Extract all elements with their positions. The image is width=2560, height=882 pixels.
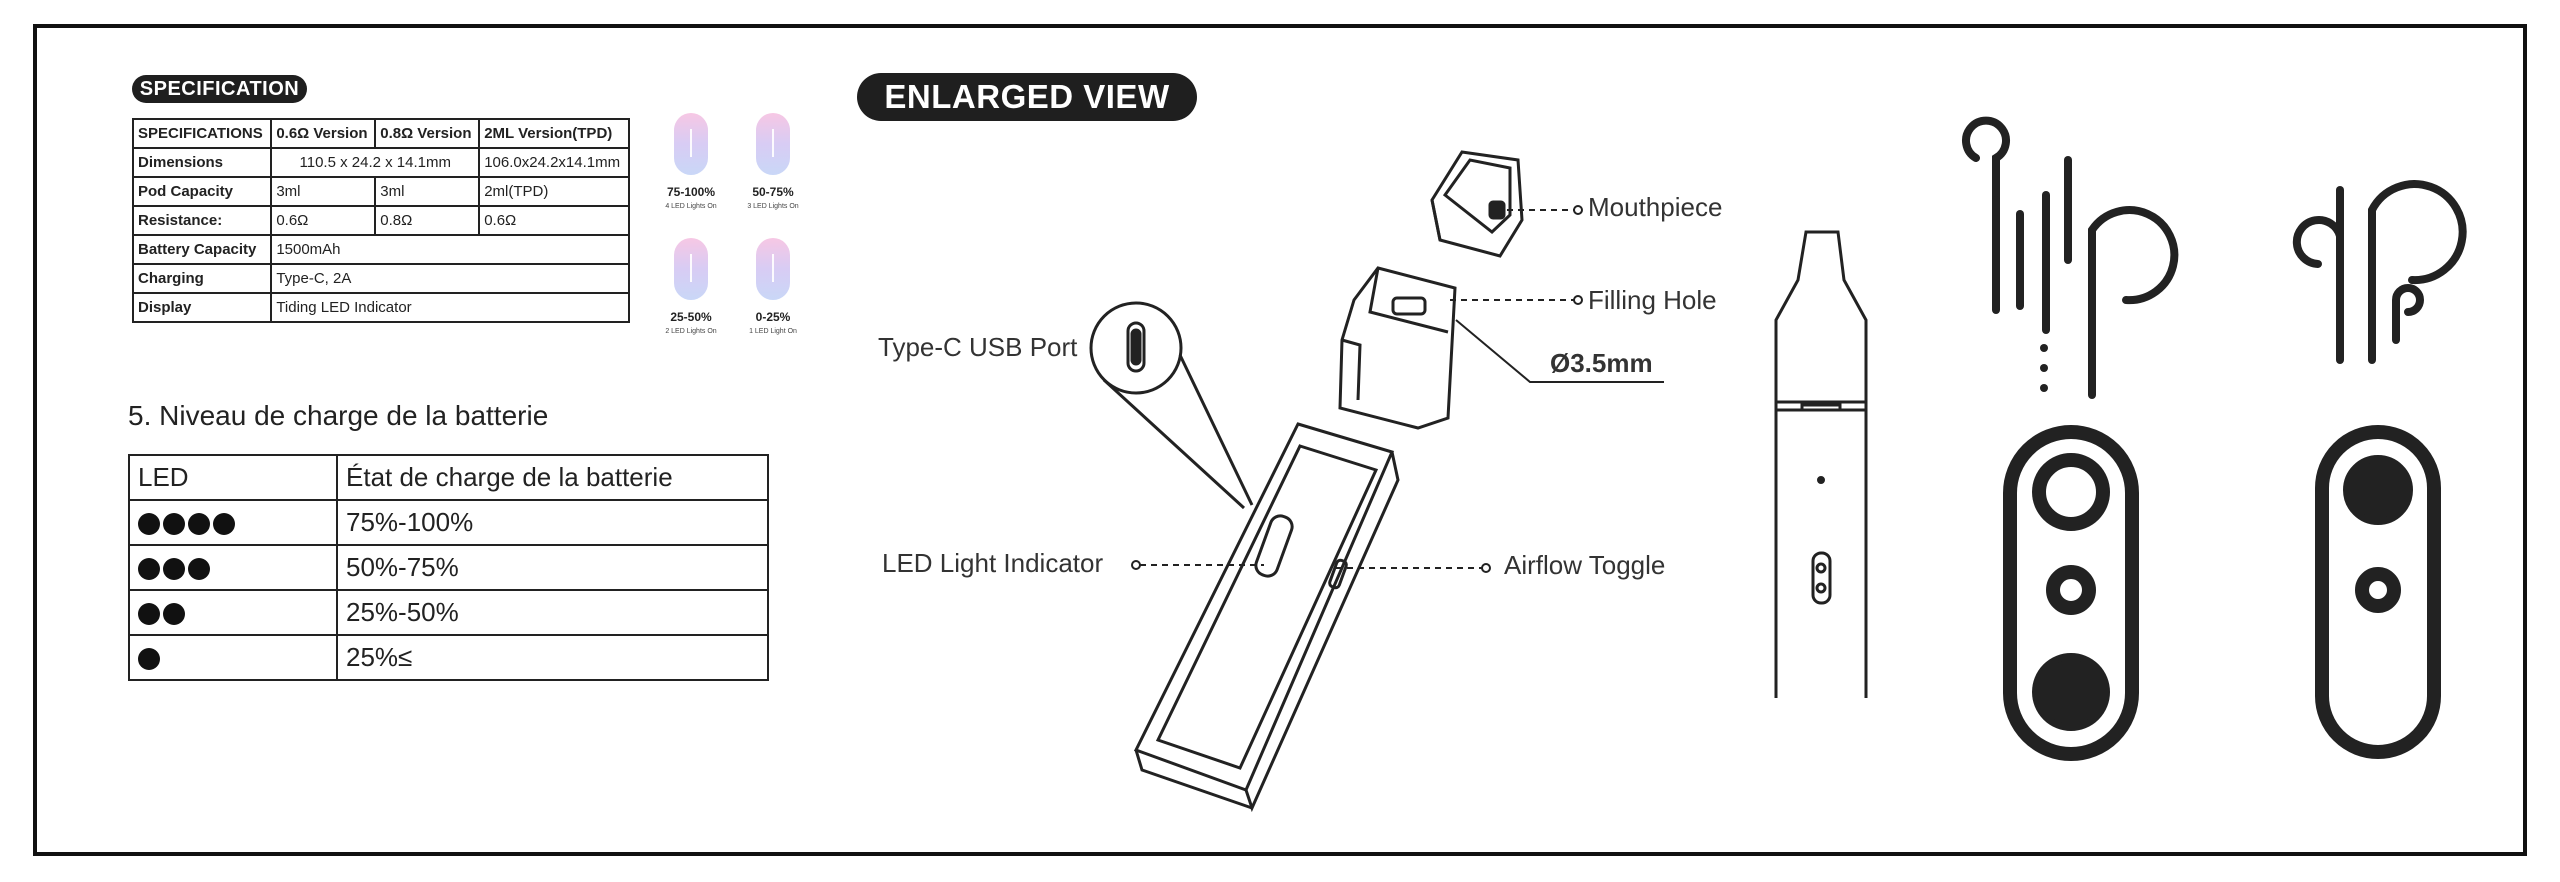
led-dot-icon: [213, 513, 235, 536]
battery-level-label: 0-25%: [755, 310, 791, 324]
table-row: 50%-75%: [128, 544, 769, 591]
led-dot-icon: [163, 558, 185, 581]
mouthpiece-drawing: [1430, 150, 1524, 258]
table-row: Charging Type-C, 2A: [131, 263, 630, 294]
table-cell: 25%≤: [336, 634, 769, 681]
battery-level-full: 75-100% 4 LED Lights On: [660, 113, 722, 210]
battery-level-label: 75-100%: [666, 185, 716, 199]
led-dots-cell: [128, 499, 338, 546]
led-dots-cell: [128, 544, 338, 591]
filling-hole-callout: Filling Hole: [1588, 285, 1717, 315]
pod-drawing: [1338, 266, 1457, 430]
led-status-table: LED État de charge de la batterie 75%-10…: [128, 454, 769, 681]
mouthpiece-callout: Mouthpiece: [1588, 192, 1723, 222]
battery-level-low: 0-25% 1 LED Light On: [742, 238, 804, 335]
led-indicator-callout: LED Light Indicator: [882, 548, 1104, 578]
led-dot-icon: [138, 513, 160, 536]
table-cell: 0.6Ω: [478, 205, 630, 236]
table-cell: 0.6Ω: [270, 205, 377, 236]
battery-bar-icon: [674, 238, 708, 300]
table-cell: Battery Capacity: [131, 234, 273, 265]
table-cell: 50%-75%: [336, 544, 769, 591]
led-dot-icon: [138, 558, 160, 581]
battery-level-label: 50-75%: [752, 185, 794, 199]
airflow-toggle-callout: Airflow Toggle: [1504, 550, 1666, 580]
specification-table: SPECIFICATIONS 0.6Ω Version 0.8Ω Version…: [131, 118, 630, 323]
table-row: 25%≤: [128, 634, 769, 681]
table-cell: 0.6Ω Version: [270, 118, 377, 149]
airflow-max-holes: [2039, 660, 2103, 724]
led-dot-icon: [138, 603, 160, 626]
battery-level-caption: 4 LED Lights On: [665, 203, 717, 210]
page-frame: [33, 24, 2527, 856]
table-cell: Pod Capacity: [131, 176, 273, 207]
table-cell: Dimensions: [131, 147, 273, 178]
battery-bar-icon: [756, 113, 790, 175]
table-cell: 25%-50%: [336, 589, 769, 636]
table-row: Resistance: 0.6Ω 0.8Ω 0.6Ω: [131, 205, 630, 236]
usb-port-zoom: [1089, 301, 1254, 510]
battery-level-caption: 3 LED Lights On: [747, 203, 799, 210]
table-header-cell: LED: [128, 454, 338, 501]
table-cell: 0.8Ω: [374, 205, 481, 236]
diameter-callout: Ø3.5mm: [1550, 348, 1653, 378]
battery-bar-icon: [756, 238, 790, 300]
table-row: 75%-100%: [128, 499, 769, 546]
battery-level-title: 5. Niveau de charge de la batterie: [128, 400, 549, 431]
table-cell: 3ml: [270, 176, 377, 207]
led-dot-icon: [163, 603, 185, 626]
table-row: Battery Capacity 1500mAh: [131, 234, 630, 265]
table-cell: SPECIFICATIONS: [131, 118, 273, 149]
table-row: Display Tiding LED Indicator: [131, 292, 630, 323]
led-dot-icon: [188, 558, 210, 581]
led-dots-cell: [128, 589, 338, 636]
battery-level-caption: 1 LED Light On: [749, 328, 797, 335]
airflow-weak-icon: [2292, 180, 2467, 364]
table-row: Pod Capacity 3ml 3ml 2ml(TPD): [131, 176, 630, 207]
callout-lines: [1140, 209, 1574, 569]
battery-level-high: 50-75% 3 LED Lights On: [742, 113, 804, 210]
airflow-min-holes: [2350, 462, 2406, 518]
battery-bar-icon: [674, 113, 708, 175]
specification-heading: SPECIFICATION: [132, 75, 307, 103]
table-cell: 2ml(TPD): [478, 176, 630, 207]
table-cell: 75%-100%: [336, 499, 769, 546]
table-header-cell: État de charge de la batterie: [336, 454, 769, 501]
table-row: LED État de charge de la batterie: [128, 454, 769, 501]
table-cell: 2ML Version(TPD): [478, 118, 630, 149]
battery-level-caption: 2 LED Lights On: [665, 328, 717, 335]
table-cell: Display: [131, 292, 273, 323]
table-row: SPECIFICATIONS 0.6Ω Version 0.8Ω Version…: [131, 118, 630, 149]
table-cell: Tiding LED Indicator: [270, 292, 630, 323]
table-cell: Charging: [131, 263, 273, 294]
airflow-dots-icon: [2040, 344, 2048, 392]
enlarged-view-heading: ENLARGED VIEW: [857, 73, 1197, 121]
led-dot-icon: [163, 513, 185, 536]
callout-endpoints: [1131, 205, 1664, 573]
side-profile-drawing: [1774, 230, 1868, 698]
table-cell: Resistance:: [131, 205, 273, 236]
usb-port-callout: Type-C USB Port: [878, 332, 1078, 362]
table-cell: 106.0x24.2x14.1mm: [478, 147, 630, 178]
led-dot-icon: [138, 648, 160, 671]
airflow-strong-icon: [1962, 116, 2179, 399]
battery-level-label: 25-50%: [670, 310, 712, 324]
table-cell: 0.8Ω Version: [374, 118, 481, 149]
led-dots-cell: [128, 634, 338, 681]
table-row: Dimensions 110.5 x 24.2 x 14.1mm 106.0x2…: [131, 147, 630, 178]
device-body-drawing: [1133, 422, 1400, 813]
table-cell: 1500mAh: [270, 234, 630, 265]
table-cell: 3ml: [374, 176, 481, 207]
led-dot-icon: [188, 513, 210, 536]
table-cell: 110.5 x 24.2 x 14.1mm: [270, 147, 481, 178]
table-row: 25%-50%: [128, 589, 769, 636]
table-cell: Type-C, 2A: [270, 263, 630, 294]
battery-level-mid: 25-50% 2 LED Lights On: [660, 238, 722, 335]
